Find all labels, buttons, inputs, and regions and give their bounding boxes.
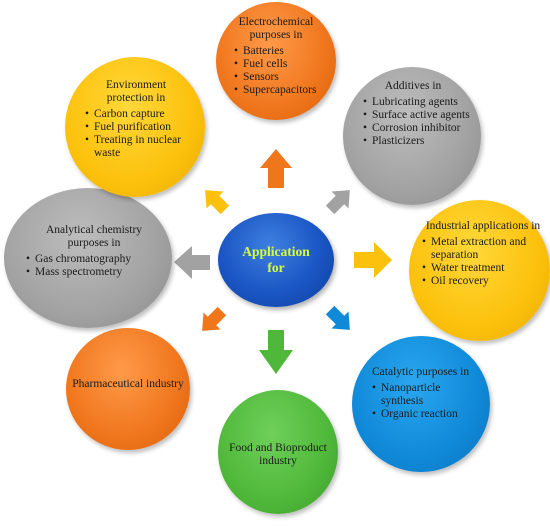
node-analytical-title: Analytical chemistry purposes in: [45, 224, 143, 249]
node-catalytic: Catalytic purposes in Nanoparticle synth…: [352, 336, 490, 472]
arrow-down: [259, 330, 293, 374]
center-title-line1: Application: [242, 244, 310, 259]
center-title-line2: for: [267, 260, 285, 275]
list-item: Fuel purification: [85, 121, 197, 134]
node-electrochemical-list: Batteries Fuel cells Sensors Supercapaci…: [234, 45, 328, 97]
list-item: Batteries: [234, 45, 328, 58]
node-additives: Additives in Lubricating agents Surface …: [343, 67, 481, 205]
arrow-left: [174, 246, 210, 279]
node-additives-title: Additives in: [384, 80, 442, 92]
node-analytical: Analytical chemistry purposes in Gas chr…: [4, 188, 172, 328]
arrow-down-right: [325, 305, 350, 330]
arrow-up-right: [325, 190, 350, 215]
list-item: Metal extraction and separation: [422, 236, 544, 262]
node-food: Food and Bioproduct industry: [218, 390, 338, 514]
list-item: Surface active agents: [363, 109, 473, 122]
node-food-title: Food and Bioproduct industry: [229, 442, 327, 467]
center-node: Application for: [218, 213, 334, 307]
list-item: Oil recovery: [422, 275, 544, 288]
list-item: Organic reaction: [372, 408, 480, 421]
node-additives-list: Lubricating agents Surface active agents…: [363, 96, 473, 148]
node-pharmaceutical: Pharmaceutical industry: [66, 328, 190, 450]
list-item: Lubricating agents: [363, 96, 473, 109]
list-item: Water treatment: [422, 262, 544, 275]
list-item: Plasticizers: [363, 135, 473, 148]
arrow-right: [354, 242, 392, 278]
node-catalytic-title: Catalytic purposes in: [372, 366, 470, 378]
node-environment-list: Carbon capture Fuel purification Treatin…: [85, 108, 197, 160]
list-item: Treating in nuclear waste: [85, 134, 197, 160]
list-item: Supercapacitors: [234, 84, 328, 97]
node-industrial-title: Industrial applications in: [425, 220, 541, 232]
node-environment-title: Environment protection in: [105, 79, 167, 104]
node-analytical-list: Gas chromatography Mass spectrometry: [26, 253, 162, 279]
list-item: Gas chromatography: [26, 253, 162, 266]
node-industrial-list: Metal extraction and separation Water tr…: [422, 236, 544, 288]
list-item: Carbon capture: [85, 108, 197, 121]
arrow-up-left: [205, 190, 230, 215]
list-item: Corrosion inhibitor: [363, 122, 473, 135]
node-electrochemical: Electrochemical purposes in Batteries Fu…: [216, 2, 336, 120]
node-catalytic-list: Nanoparticle synthesis Organic reaction: [372, 382, 480, 421]
arrow-up: [260, 149, 292, 188]
list-item: Fuel cells: [234, 58, 328, 71]
node-electrochemical-title: Electrochemical purposes in: [238, 16, 314, 41]
list-item: Nanoparticle synthesis: [372, 382, 480, 408]
arrow-down-left: [202, 306, 227, 331]
list-item: Mass spectrometry: [26, 266, 162, 279]
node-environment: Environment protection in Carbon capture…: [65, 57, 205, 197]
node-pharmaceutical-title: Pharmaceutical industry: [72, 378, 184, 390]
list-item: Sensors: [234, 71, 328, 84]
node-industrial: Industrial applications in Metal extract…: [409, 200, 550, 341]
